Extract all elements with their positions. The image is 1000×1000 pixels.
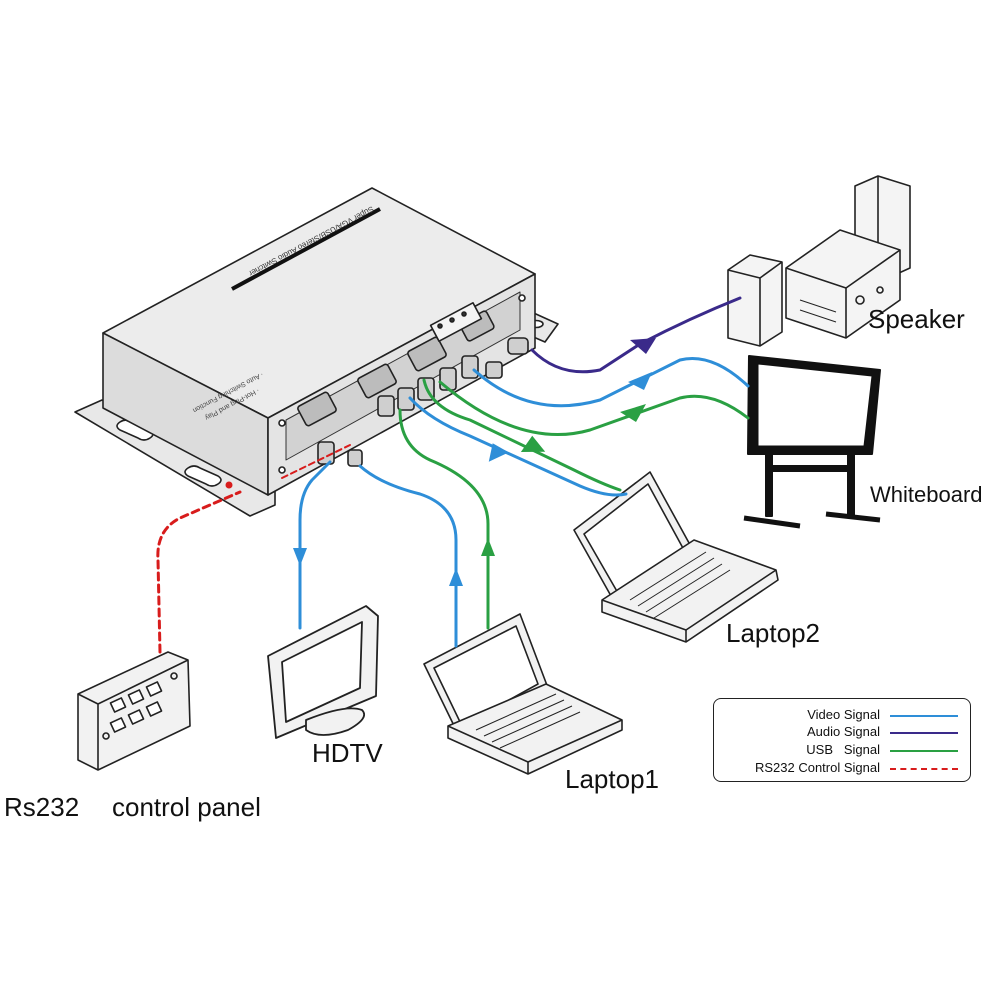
usb-cable-laptop2 [422, 378, 622, 492]
control-panel-label: control panel [112, 792, 261, 822]
whiteboard-label: Whiteboard [870, 482, 983, 507]
legend-item-rs232: RS232 Control Signal [714, 760, 970, 777]
laptop2-label: Laptop2 [726, 618, 820, 648]
legend-label-video: Video Signal [807, 707, 880, 722]
laptop1-device [423, 613, 623, 775]
video-cable-laptop2 [408, 396, 628, 497]
usb-cable-laptop1 [398, 408, 490, 630]
legend: Video Signal Audio Signal USB Signal RS2… [713, 698, 971, 782]
video-cable-whiteboard [472, 357, 750, 408]
speaker-stereo-system [727, 175, 911, 347]
legend-label-usb: USB Signal [806, 742, 880, 757]
legend-label-rs232: RS232 Control Signal [754, 760, 880, 775]
legend-swatch-usb [890, 750, 958, 752]
hdtv-label: HDTV [312, 738, 383, 768]
legend-item-audio: Audio Signal [714, 724, 970, 741]
rs232-cable [156, 490, 242, 654]
legend-swatch-video [890, 715, 958, 717]
rs232-label: Rs232 [4, 792, 80, 822]
switcher-device: · Auto Switching Function · Hot-Plug and… [74, 187, 559, 517]
legend-swatch-audio [890, 732, 958, 734]
hdtv-device [267, 605, 379, 739]
video-cable-laptop1 [358, 464, 458, 648]
legend-label-audio: Audio Signal [807, 724, 880, 739]
speaker-label: Speaker [868, 304, 965, 334]
legend-swatch-rs232 [890, 768, 958, 770]
legend-item-usb: USB Signal [714, 742, 970, 759]
rs232-control-panel-device [77, 651, 191, 771]
laptop1-label: Laptop1 [565, 764, 659, 794]
video-cable-hdtv [298, 460, 332, 630]
whiteboard [743, 355, 881, 529]
laptop2-device [573, 471, 779, 643]
legend-item-video: Video Signal [714, 707, 970, 724]
usb-cable-whiteboard [438, 380, 750, 437]
